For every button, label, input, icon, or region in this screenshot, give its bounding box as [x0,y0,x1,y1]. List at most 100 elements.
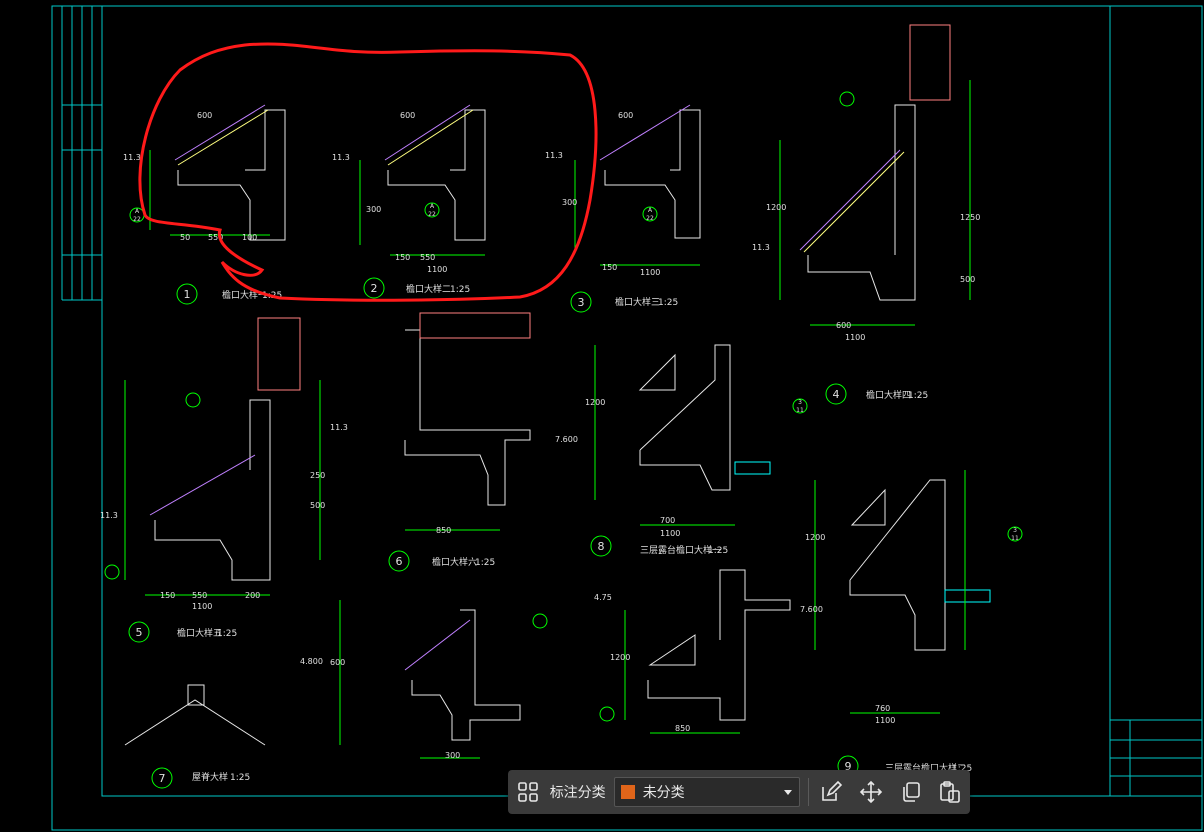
category-color-swatch [620,785,635,799]
detail-title-8: 三层露台檐口大样一 [640,544,721,556]
detail-num-4: 4 [833,388,840,401]
detail-title-1: 檐口大样一 [222,289,267,301]
reference-mark [839,91,855,107]
detail-circle-6 [388,550,410,572]
detail-title-3: 檐口大样三 [615,296,660,308]
dim-text: 600 [618,111,633,120]
dim-text: 1200 [766,203,786,212]
dim-text: 300 [445,751,460,760]
dim-text: 1100 [875,716,895,725]
detail-num-2: 2 [371,282,378,295]
detail-title-6: 檐口大样六 [432,556,477,568]
detail-scale-6: 1:25 [475,558,495,568]
dim-text: 550 [192,591,207,600]
detail-circle-4 [825,383,847,405]
detail-title-7: 屋脊大样 [192,771,228,783]
reference-mark [185,392,201,408]
move-icon [859,780,882,804]
reference-mark [104,564,120,580]
dim-text: 1200 [610,653,630,662]
dim-text: 1200 [805,533,825,542]
mark-text: 22 [428,211,436,218]
mark-text: 11 [1011,535,1019,542]
category-selected-value: 未分类 [642,785,685,801]
mark-text: A [430,203,435,210]
detail-scale-2: 1:25 [450,285,470,295]
detail-scale-4: 1:25 [908,391,928,401]
chevron-down-icon [784,790,793,795]
mark-text: 3 [798,399,802,406]
elevation-text: 4.75 [594,593,612,602]
dim-text: 500 [960,275,975,284]
detail-num-5: 5 [136,626,143,639]
grid-view-button[interactable] [508,770,548,814]
copy-button[interactable] [891,770,931,814]
elevation-text: 11.3 [545,151,563,160]
detail-scale-8: 1:25 [708,546,728,556]
dim-text: 1250 [960,213,980,222]
dim-text: 600 [836,321,851,330]
paste-icon [940,781,960,803]
detail-scale-3: 1:25 [658,298,678,308]
annotation-category-label: 标注分类 [549,785,606,801]
dim-text: 1100 [845,333,865,342]
dim-text: 600 [197,111,212,120]
dim-text: 850 [436,526,451,535]
dim-text: 50 [180,233,190,242]
dim-text: 150 [395,253,410,262]
move-button[interactable] [851,770,891,814]
edit-button[interactable] [811,770,851,814]
section-detail-geometry [124,24,991,746]
detail-circle-8 [590,535,612,557]
mark-text: 22 [646,215,654,222]
dim-text: 700 [660,516,675,525]
toolbar-divider [808,778,810,806]
detail-title-4: 檐口大样四 [866,389,911,401]
dim-text: 100 [242,233,257,242]
dim-text: 760 [875,704,890,713]
paste-button[interactable] [930,770,970,814]
edit-icon [822,780,843,801]
detail-scale-7: 1:25 [230,773,250,783]
detail-num-1: 1 [184,288,191,301]
category-dropdown[interactable]: 未分类 [613,777,801,807]
detail-title-5: 檐口大样五 [177,627,222,639]
reference-mark [1007,526,1023,542]
mark-text: A [648,207,653,214]
elevation-text: 11.3 [330,423,348,432]
detail-scale-9: 1:25 [952,764,972,774]
elevation-text: 11.3 [100,511,118,520]
mark-text: 3 [1013,527,1017,534]
elevation-text: 7.600 [555,435,578,444]
detail-scale-5: 1:25 [217,629,237,639]
dim-text: 250 [310,471,325,480]
dim-text: 500 [310,501,325,510]
dim-text: 1100 [660,529,680,538]
detail-circle-2 [363,277,385,299]
red-markup-annotation[interactable] [138,42,598,302]
detail-circle-7 [151,767,173,789]
detail-title-2: 檐口大样二 [406,283,451,295]
elevation-text: 7.600 [800,605,823,614]
dim-text: 550 [420,253,435,262]
detail-num-6: 6 [396,555,403,568]
dim-text: 1100 [640,268,660,277]
mark-text: 22 [133,216,141,223]
dim-text: 300 [366,205,381,214]
mark-text: A [135,208,140,215]
detail-num-9: 9 [845,760,852,773]
reference-mark [642,206,658,222]
annotation-toolbar: 标注分类 未分类 [508,770,970,814]
inner-frame [101,5,1111,797]
copy-icon [902,782,920,802]
detail-num-3: 3 [578,296,585,309]
dim-text: 150 [160,591,175,600]
dim-text: 1100 [192,602,212,611]
dim-text: 600 [330,658,345,667]
detail-num-8: 8 [598,540,605,553]
dim-text: 550 [208,233,223,242]
dim-text: 850 [675,724,690,733]
elevation-text: 4.800 [300,657,323,666]
elevation-text: 11.3 [123,153,141,162]
